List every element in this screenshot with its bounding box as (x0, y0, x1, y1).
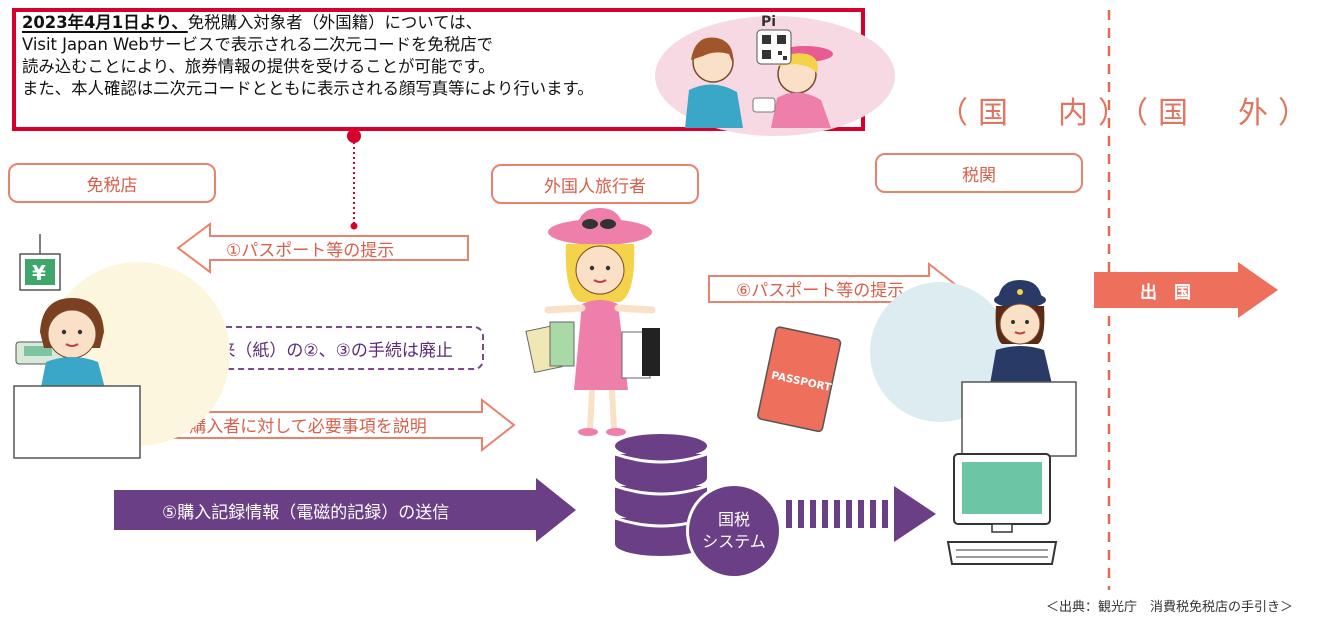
tax-system-node: 国税 システム (686, 483, 782, 579)
region-domestic-label: （国 内） (938, 96, 1138, 131)
qr-badge-text: Pi (761, 14, 776, 30)
customs-officer-illustration (870, 280, 1077, 457)
store-role-box: 免税店 (8, 163, 216, 203)
store-clerk-illustration: ¥ (13, 234, 230, 459)
step4-arrow (153, 397, 516, 453)
step5-label: ⑤購入記録情報（電磁的記録）の送信 (162, 503, 450, 523)
customs-role-box: 税関 (875, 153, 1083, 193)
database-icon (614, 434, 708, 556)
step4-label: ④購入者に対して必要事項を説明 (174, 417, 427, 437)
source-citation: ＜出典：観光庁 消費税免税店の手引き＞ (1045, 600, 1293, 615)
step5-arrow (114, 478, 576, 542)
notice-line-1-rest: 免税購入対象者（外国籍）については、 (187, 13, 483, 32)
notice-text: 2023年4月1日より、免税購入対象者（外国籍）については、 Visit Jap… (22, 12, 672, 100)
tax-system-line1: 国税 (717, 510, 750, 529)
departure-arrow (1094, 262, 1278, 318)
traveler-role-box: 外国人旅行者 (491, 164, 699, 204)
notice-date-highlight: 2023年4月1日より、 (22, 13, 188, 32)
notice-line-4: また、本人確認は二次元コードとともに表示される顔写真等により行います。 (22, 79, 594, 98)
departure-label: 出 国 (1140, 283, 1191, 303)
abolished-note-text: ※従来（紙）の②、③の手続は廃止 (187, 340, 453, 361)
tax-system-line2: システム (702, 532, 766, 551)
traveler-illustration (525, 208, 660, 436)
step1-arrow (176, 222, 469, 274)
computer-illustration (946, 453, 1058, 565)
traveler-label: 外国人旅行者 (544, 176, 646, 197)
customs-label: 税関 (962, 165, 996, 186)
store-label: 免税店 (86, 175, 138, 196)
region-overseas-label: （国 外） (1118, 96, 1318, 131)
notice-line-2: Visit Japan Webサービスで表示される二次元コードを免税店で (22, 35, 493, 54)
notice-line-3: 読み込むことにより、旅券情報の提供を受けることが可能です。 (22, 57, 495, 76)
notice-line-1: 2023年4月1日より、免税購入対象者（外国籍）については、 (22, 12, 672, 34)
step1-label: ①パスポート等の提示 (226, 241, 395, 261)
step6-label: ⑥パスポート等の提示 (736, 281, 905, 301)
passport-illustration: PASSPORT (757, 326, 842, 433)
qr-scan-illustration: Pi (655, 14, 895, 136)
transfer-arrow (786, 486, 936, 542)
notice-connector (347, 129, 361, 230)
yen-sign: ¥ (32, 261, 46, 285)
